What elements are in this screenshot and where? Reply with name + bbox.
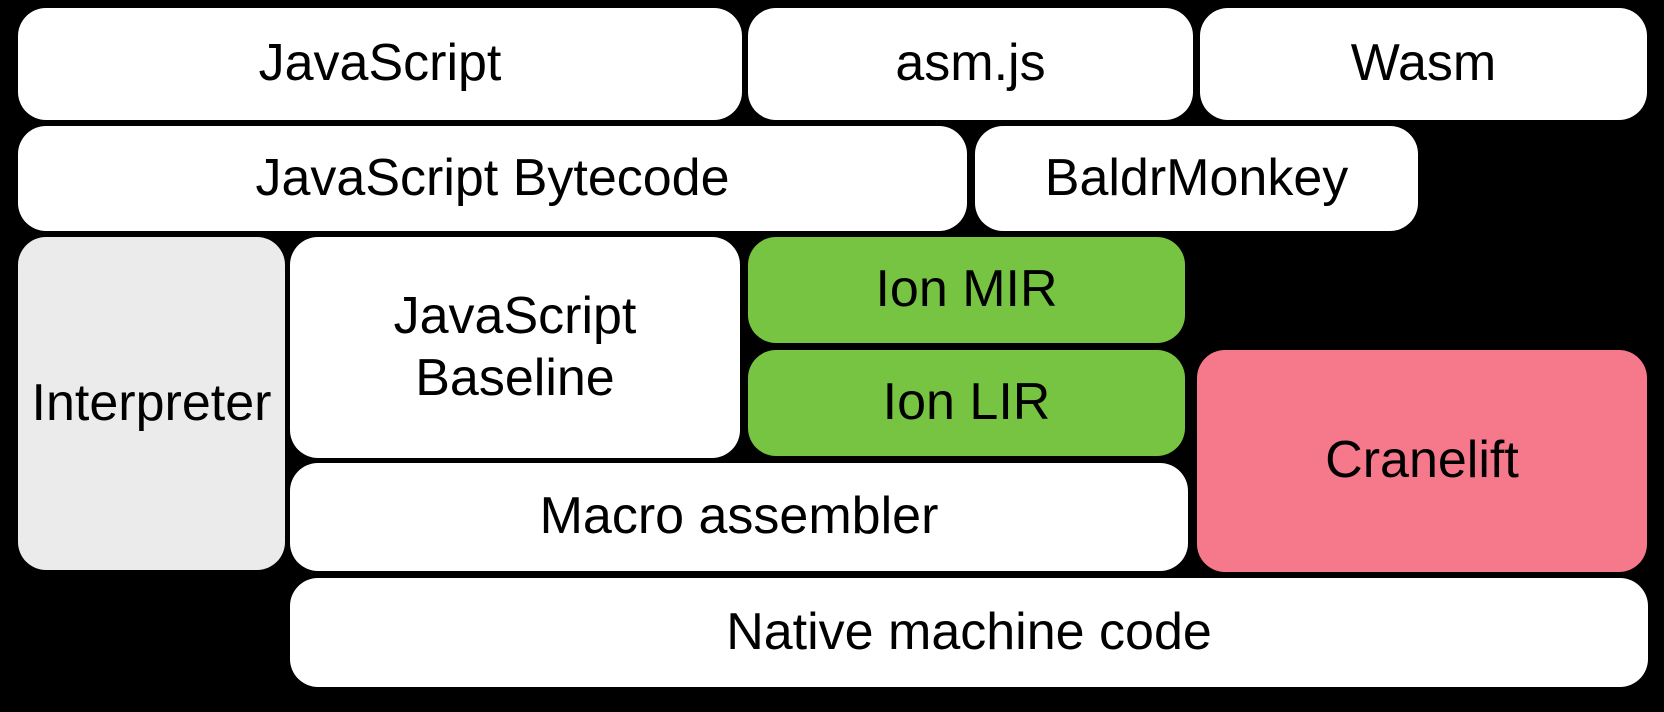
box-javascript-bytecode: JavaScript Bytecode	[18, 126, 967, 231]
box-native-machine-code: Native machine code	[290, 578, 1648, 687]
box-ion-lir: Ion LIR	[748, 350, 1185, 456]
box-interpreter: Interpreter	[18, 237, 285, 570]
box-javascript-baseline: JavaScript Baseline	[290, 237, 740, 458]
box-wasm: Wasm	[1200, 8, 1647, 120]
box-macro-assembler: Macro assembler	[290, 463, 1188, 571]
box-baldrmonkey: BaldrMonkey	[975, 126, 1418, 231]
box-ion-mir: Ion MIR	[748, 237, 1185, 343]
box-cranelift: Cranelift	[1197, 350, 1647, 572]
box-asmjs: asm.js	[748, 8, 1193, 120]
box-javascript: JavaScript	[18, 8, 742, 120]
